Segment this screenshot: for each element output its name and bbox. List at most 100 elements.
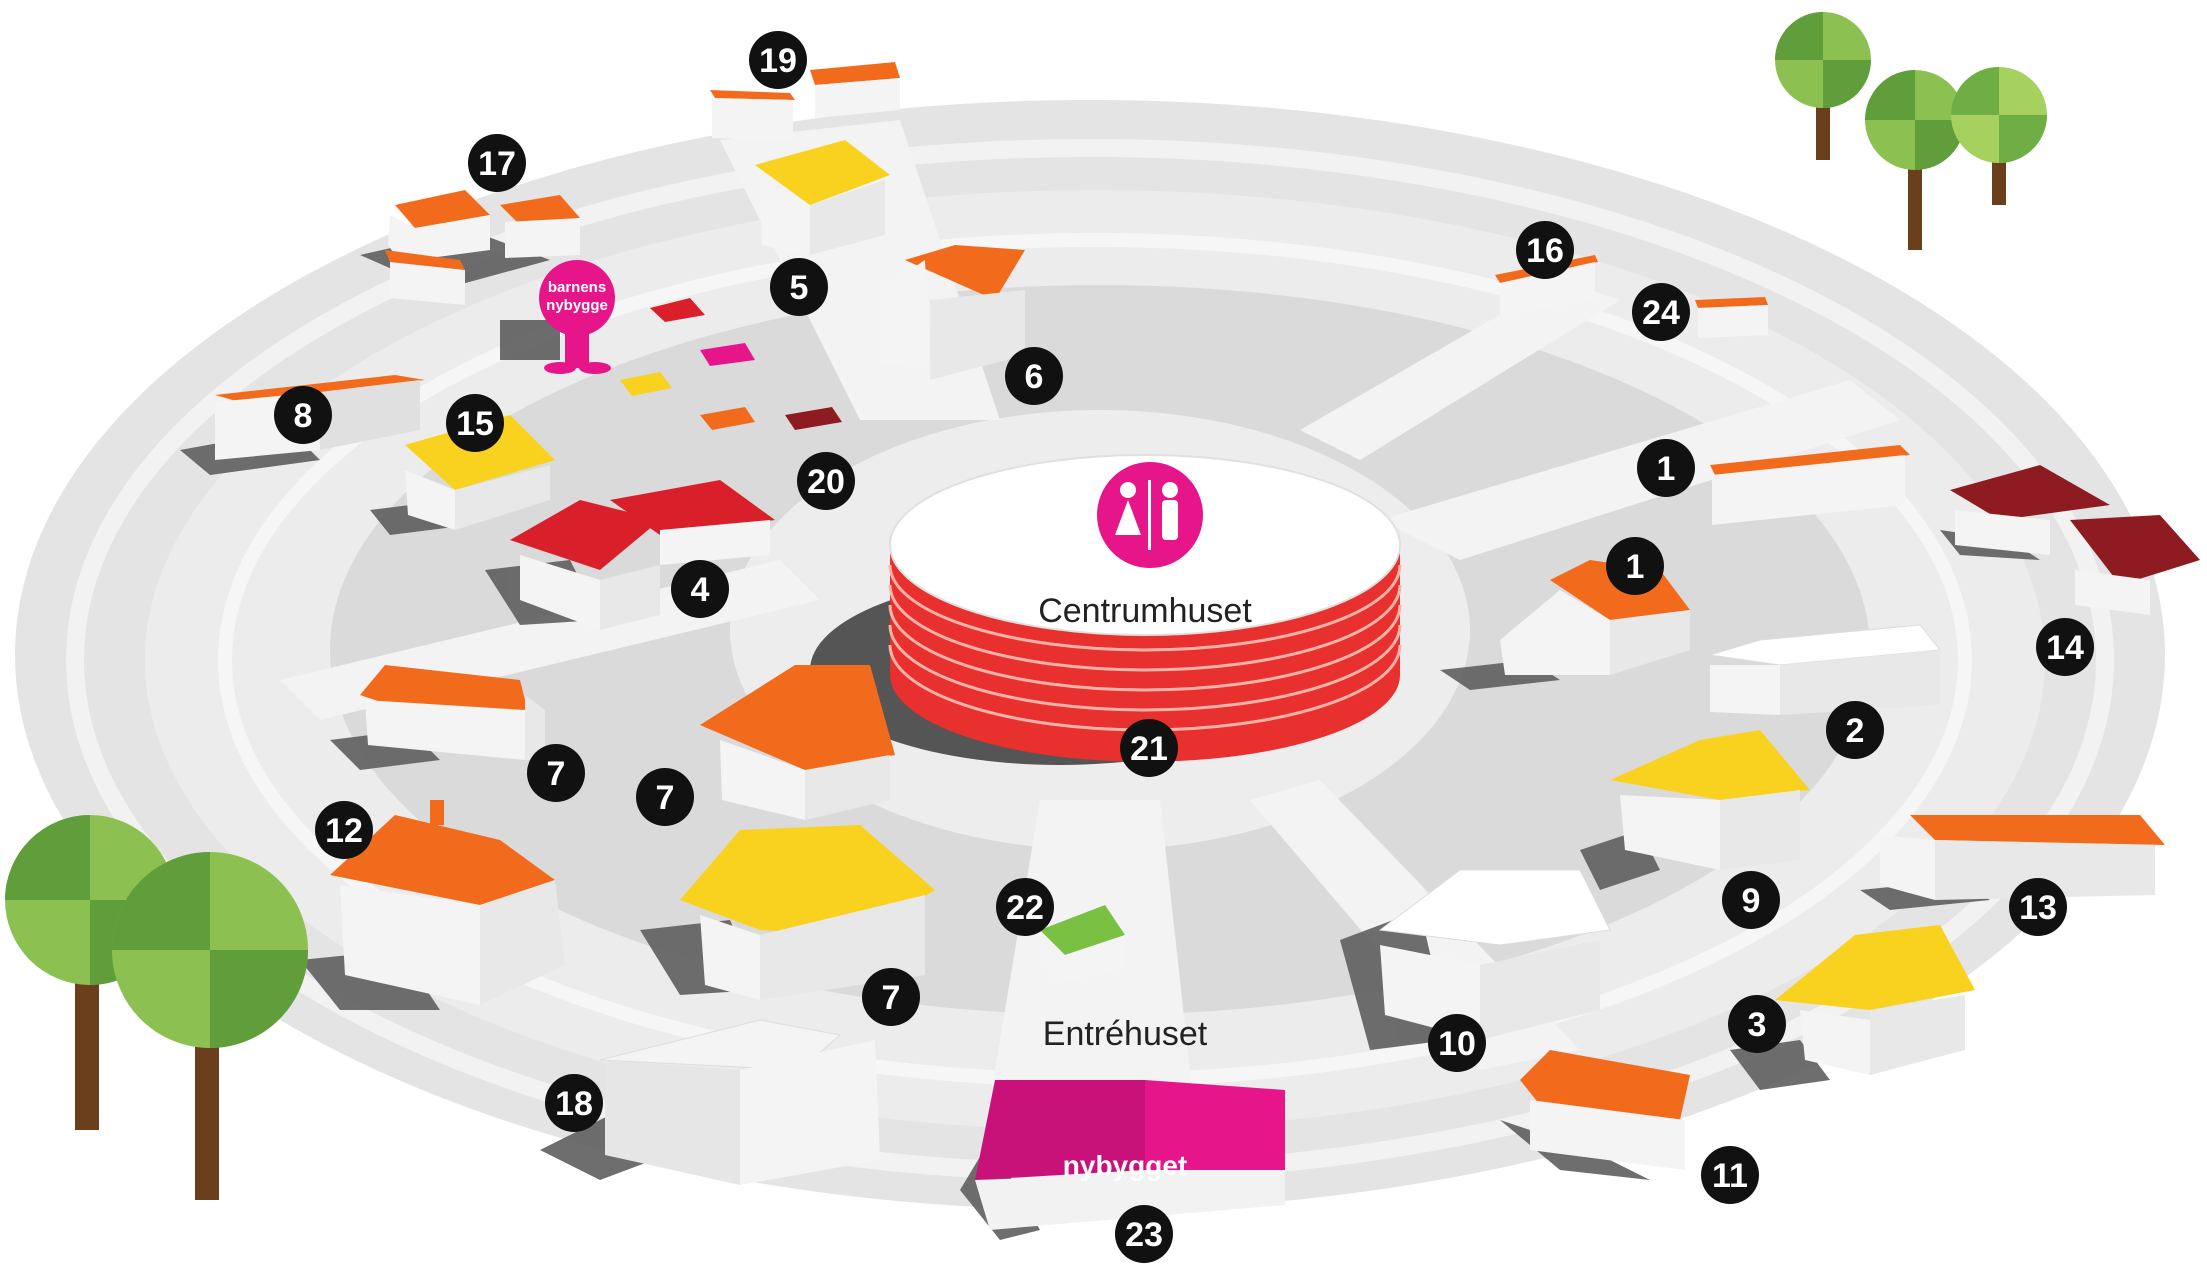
marker-5[interactable]: 5 [770,258,828,316]
centrumhuset-stripes [888,564,1402,732]
marker-3-disc [1728,995,1786,1053]
marker-12[interactable]: 12 [315,801,373,859]
wall [520,555,600,630]
marker-22[interactable]: 22 [996,878,1054,936]
roof [905,245,1025,300]
barnens-nybygge-logo[interactable]: barnens nybygge [539,260,615,374]
house-7a[interactable] [360,665,545,760]
house-4[interactable] [510,480,775,630]
house-2[interactable] [1709,624,1941,715]
marker-16[interactable]: 16 [1516,221,1574,279]
marker-20[interactable]: 20 [797,452,855,510]
wall [810,180,885,255]
wall [712,98,793,140]
marker-6[interactable]: 6 [1005,347,1063,405]
marker-12-label: 12 [325,812,363,850]
marker-23[interactable]: 23 [1115,1205,1173,1263]
restroom-man-body [1162,500,1178,540]
wall [1620,795,1720,870]
marker-11-label: 11 [1712,1157,1748,1195]
entrehuset-wall [975,1170,1285,1230]
house-5[interactable] [755,140,890,255]
marker-3[interactable]: 3 [1728,995,1786,1053]
tree-icon [1865,70,1965,250]
house-24[interactable] [1695,297,1768,338]
roof [680,825,935,935]
roof [330,815,555,905]
marker-18-label: 18 [555,1085,593,1123]
house-15[interactable] [405,415,555,530]
house-6[interactable] [880,245,1025,380]
marker-4[interactable]: 4 [671,560,729,618]
marker-7-west[interactable]: 7 [527,744,585,802]
marker-15[interactable]: 15 [446,394,504,452]
marker-19[interactable]: 19 [749,31,807,89]
house-13[interactable] [1880,815,2165,900]
roof [710,90,795,100]
wall [1880,835,1935,900]
roof [1950,465,2110,520]
marker-8-disc [274,386,332,444]
roof [650,298,705,322]
barnens-text-1: barnens [548,279,606,296]
marker-2[interactable]: 2 [1826,701,1884,759]
house-9[interactable] [1610,730,1810,870]
house-19[interactable] [710,62,900,140]
house-7b[interactable] [700,665,895,820]
house-22[interactable] [1040,905,1125,985]
marker-1-north-label: 1 [1657,450,1676,488]
house-1a[interactable] [1710,445,1910,525]
kids-cottages[interactable] [620,298,842,430]
house-14[interactable] [1950,465,2200,615]
wall [1712,455,1905,525]
marker-11[interactable]: 11 [1701,1146,1759,1204]
marker-8-label: 8 [294,397,313,435]
marker-13[interactable]: 13 [2009,878,2067,936]
roof [1378,869,1611,946]
tree-icon [112,852,308,1200]
tree-crown-shade [210,950,308,1048]
marker-24[interactable]: 24 [1632,283,1690,341]
house-18[interactable] [599,1019,880,1185]
marker-18[interactable]: 18 [545,1074,603,1132]
marker-8[interactable]: 8 [274,386,332,444]
house-17[interactable] [385,190,580,305]
wall [805,755,890,820]
wall [1870,995,1965,1075]
marker-10-disc [1428,1014,1486,1072]
marker-6-disc [1005,347,1063,405]
house-12[interactable] [330,800,565,1005]
marker-22-label: 22 [1006,889,1044,927]
marker-10[interactable]: 10 [1428,1014,1486,1072]
stripe [888,584,1402,672]
roof [405,415,555,490]
roof [1040,905,1125,955]
wall [815,78,900,118]
wall [1955,510,2050,555]
entrehuset-building[interactable]: nybygget Entréhuset [975,1015,1285,1230]
roof [810,62,900,85]
stripe [888,564,1402,652]
barnens-foot [579,362,611,374]
marker-9-disc [1722,871,1780,929]
marker-7-south[interactable]: 7 [862,968,920,1026]
roof [700,343,755,366]
entrehuset-label: Entréhuset [1043,1015,1208,1053]
house-11[interactable] [1520,1050,1690,1170]
marker-1-north[interactable]: 1 [1637,439,1695,497]
centrumhuset-building[interactable]: Centrumhuset [810,454,1402,765]
house-3[interactable] [1775,925,1975,1075]
marker-14[interactable]: 14 [2036,618,2094,676]
roof [620,372,672,396]
marker-1-south[interactable]: 1 [1606,537,1664,595]
centrumhuset-label: Centrumhuset [1038,592,1252,630]
marker-9[interactable]: 9 [1722,871,1780,929]
marker-17[interactable]: 17 [468,134,526,192]
marker-2-disc [1826,701,1884,759]
marker-15-label: 15 [456,405,494,443]
marker-21[interactable]: 21 [1120,719,1178,777]
marker-7-center[interactable]: 7 [636,768,694,826]
roof [700,665,895,770]
stripe [888,624,1402,712]
wall [880,260,930,365]
